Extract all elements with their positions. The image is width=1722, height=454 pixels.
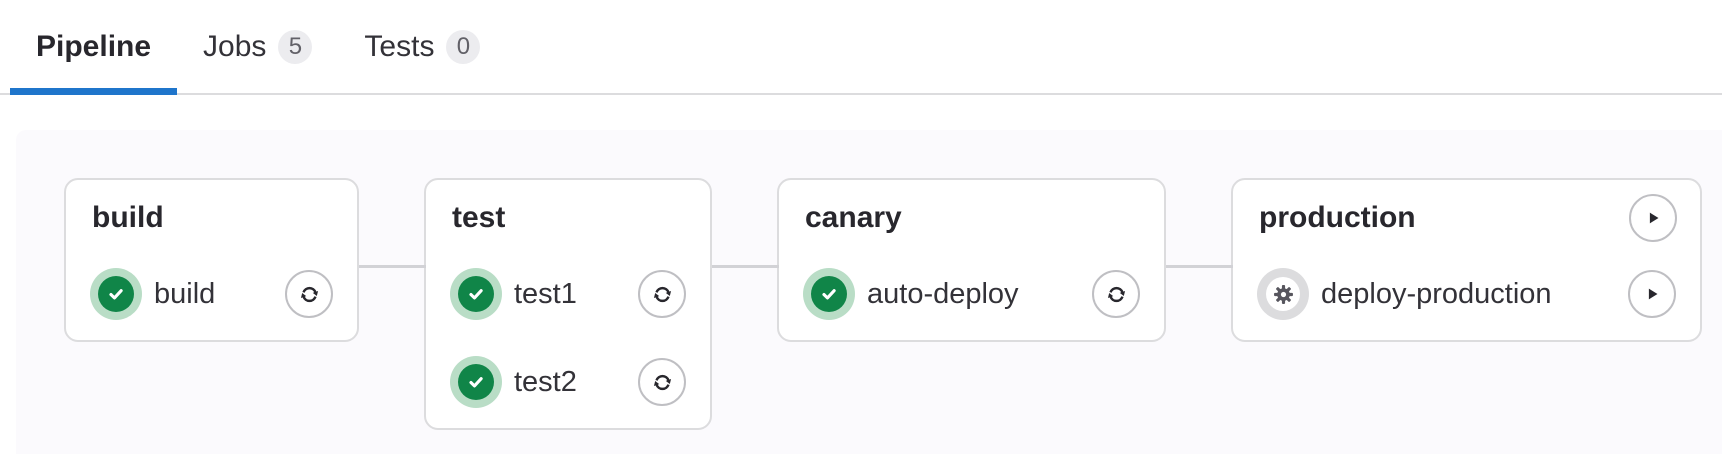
stage-card-canary: canary auto-deploy — [712, 178, 1166, 342]
stage-connector — [712, 265, 779, 268]
stage-jobs: auto-deploy — [779, 268, 1164, 340]
job-name-link[interactable]: auto-deploy — [867, 277, 1019, 310]
job-retry-button[interactable] — [285, 270, 333, 318]
stage-card-test: test test1 test2 — [359, 178, 712, 430]
stage-header: canary — [779, 180, 1164, 256]
job-name-link[interactable]: test1 — [514, 277, 577, 310]
status-success-icon — [450, 356, 502, 408]
tab-pipeline[interactable]: Pipeline — [10, 0, 178, 95]
job-name-link[interactable]: deploy-production — [1321, 277, 1552, 310]
tab-label: Jobs — [203, 29, 267, 63]
retry-icon — [1103, 281, 1130, 308]
stage-jobs: build — [66, 268, 357, 340]
stage-header: production — [1233, 180, 1700, 256]
job-row-test2[interactable]: test2 — [450, 356, 686, 408]
stage-card-production: production deploy-production — [1166, 178, 1702, 342]
job-row-deploy-production[interactable]: deploy-production — [1257, 268, 1676, 320]
stage-jobs: deploy-production — [1233, 268, 1700, 340]
job-play-button[interactable] — [1628, 270, 1676, 318]
tab-count-badge: 0 — [446, 29, 481, 64]
job-retry-button[interactable] — [638, 358, 686, 406]
active-tab-indicator — [10, 88, 178, 95]
job-name-link[interactable]: test2 — [514, 365, 577, 398]
stage-title: build — [92, 201, 164, 234]
stage-card-build: build build — [64, 178, 359, 342]
stage-title: canary — [805, 201, 902, 234]
tab-label: Pipeline — [36, 29, 152, 63]
stage-jobs: test1 test2 — [426, 268, 710, 428]
tab-count-badge: 5 — [278, 29, 313, 64]
job-name-link[interactable]: build — [154, 277, 216, 310]
stage-header: test — [426, 180, 710, 256]
tab-label: Tests — [364, 29, 435, 63]
pipeline-stages: build build test test1 test2 canary auto-deplo… — [16, 130, 1722, 430]
stage-header: build — [66, 180, 357, 256]
job-row-build[interactable]: build — [90, 268, 333, 320]
play-icon — [1642, 207, 1664, 229]
job-retry-button[interactable] — [638, 270, 686, 318]
pipeline-tab-bar: Pipeline Jobs 5 Tests 0 — [0, 0, 1722, 95]
status-success-icon — [90, 268, 142, 320]
stage-connector — [1166, 265, 1233, 268]
status-success-icon — [803, 268, 855, 320]
job-retry-button[interactable] — [1092, 270, 1140, 318]
tab-tests[interactable]: Tests 0 — [338, 0, 506, 93]
status-manual-gear-icon — [1257, 268, 1309, 320]
tab-jobs[interactable]: Jobs 5 — [177, 0, 338, 93]
tabs-list: Pipeline Jobs 5 Tests 0 — [0, 0, 1722, 95]
stage-play-button[interactable] — [1629, 194, 1677, 242]
stage-connector — [359, 265, 426, 268]
retry-icon — [296, 281, 323, 308]
job-row-test1[interactable]: test1 — [450, 268, 686, 320]
stage-title: production — [1259, 201, 1416, 234]
stage-title: test — [452, 201, 506, 234]
retry-icon — [649, 369, 676, 396]
status-success-icon — [450, 268, 502, 320]
pipeline-graph-panel: build build test test1 test2 canary auto-deplo… — [16, 130, 1722, 454]
job-row-auto-deploy[interactable]: auto-deploy — [803, 268, 1140, 320]
play-icon — [1641, 283, 1663, 305]
retry-icon — [649, 281, 676, 308]
